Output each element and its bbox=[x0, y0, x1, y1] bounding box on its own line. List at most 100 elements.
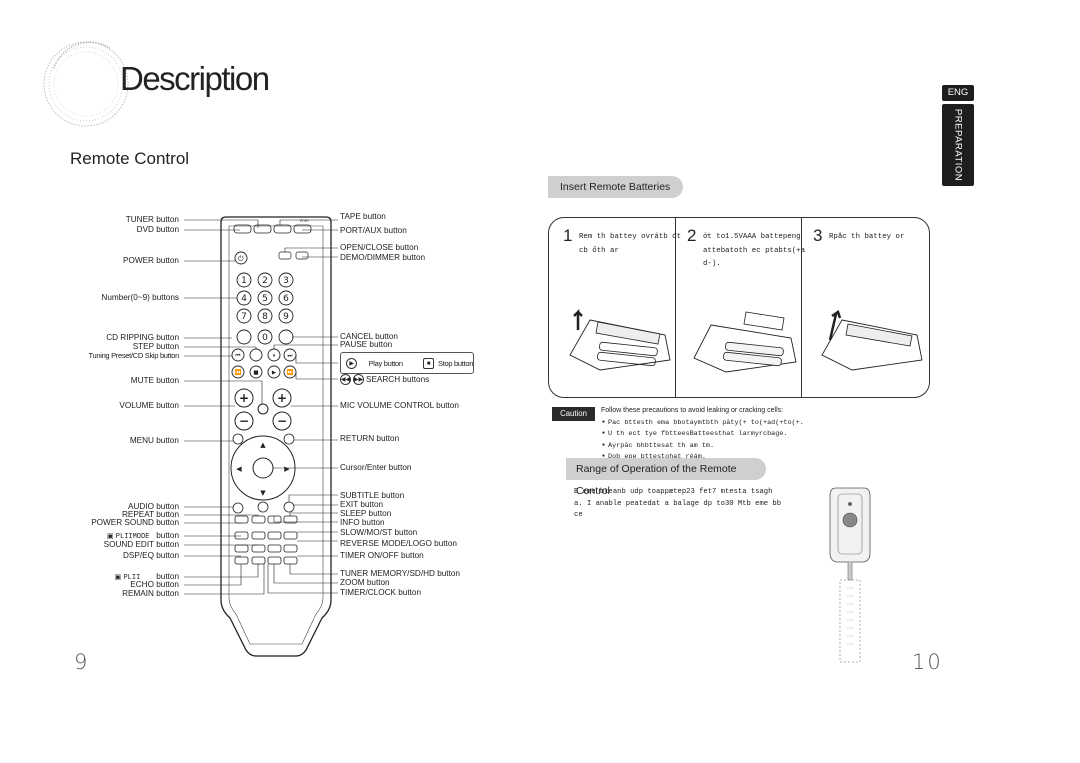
label-plii: ▣ PLII button bbox=[114, 572, 179, 582]
rewind-icon: ◀◀ bbox=[340, 374, 351, 385]
svg-text:⏩: ⏩ bbox=[287, 369, 294, 376]
svg-text:2: 2 bbox=[262, 276, 268, 286]
play-legend: ▶ Play button bbox=[346, 358, 403, 369]
label-power-sound: POWER SOUND button bbox=[91, 518, 179, 527]
svg-text:◀: ◀ bbox=[236, 465, 242, 473]
page-title: Description bbox=[120, 60, 270, 97]
battery-steps-box bbox=[548, 217, 930, 398]
power-key bbox=[234, 251, 248, 265]
svg-text:⏪: ⏪ bbox=[235, 369, 242, 376]
label-remain: REMAIN button bbox=[122, 589, 179, 598]
battery-insert-illustration bbox=[693, 311, 797, 373]
dolby-mark-icon: ▣ bbox=[114, 574, 122, 581]
svg-text:−: − bbox=[239, 414, 249, 428]
svg-text:8: 8 bbox=[262, 312, 268, 322]
label-timer-onoff: TIMER ON/OFF button bbox=[340, 551, 424, 560]
svg-text:PORT: PORT bbox=[300, 219, 310, 223]
label-tape: TAPE button bbox=[340, 212, 386, 221]
label-step: STEP button bbox=[132, 342, 179, 351]
caution-list: Pac bttesth ema bbotaymtbth pāty(+ to(+a… bbox=[602, 417, 804, 463]
svg-text:▼: ▼ bbox=[260, 489, 266, 497]
battery-cover-replace-illustration bbox=[821, 310, 923, 371]
caution-heading: Follow these precautions to avoid leakin… bbox=[601, 407, 784, 414]
label-sound-edit: SOUND EDIT button bbox=[103, 540, 179, 549]
label-audio: AUDIO button bbox=[128, 502, 179, 511]
svg-text:▶: ▶ bbox=[272, 370, 277, 376]
label-open-close: OPEN/CLOSE button bbox=[340, 243, 419, 252]
svg-text:▲: ▲ bbox=[260, 441, 266, 449]
label-tuner-memory: TUNER MEMORY/SD/HD button bbox=[340, 569, 460, 578]
svg-text:⏮: ⏮ bbox=[236, 353, 241, 359]
step-divider bbox=[801, 217, 802, 398]
label-menu: MENU button bbox=[129, 436, 179, 445]
label-mute: MUTE button bbox=[130, 376, 179, 385]
svg-text:3: 3 bbox=[283, 276, 289, 286]
label-slow: SLOW/MO/ST button bbox=[340, 528, 418, 537]
svg-text:1: 1 bbox=[241, 276, 247, 286]
caution-item: Dob epe bttestohat réám. bbox=[602, 451, 804, 462]
svg-text:7: 7 bbox=[241, 312, 247, 322]
label-timer-clock: TIMER/CLOCK button bbox=[340, 588, 421, 597]
leader-lines-right bbox=[267, 219, 338, 594]
label-port-aux: PORT/AUX button bbox=[340, 226, 407, 235]
number-keys bbox=[236, 272, 294, 345]
label-tuner: TUNER button bbox=[125, 215, 179, 224]
label-tuning: Tuning Preset/CD Skip button bbox=[88, 351, 179, 360]
swirl-decoration bbox=[43, 41, 129, 127]
svg-text:+: + bbox=[277, 391, 287, 405]
label-cancel: CANCEL button bbox=[340, 332, 398, 341]
label-cursor: Cursor/Enter button bbox=[340, 463, 412, 472]
label-demo-dimmer: DEMO/DIMMER button bbox=[340, 253, 426, 262]
label-exit: EXIT button bbox=[340, 500, 384, 509]
label-volume: VOLUME button bbox=[119, 401, 179, 410]
svg-text:⏻: ⏻ bbox=[238, 255, 244, 263]
svg-text:9: 9 bbox=[283, 312, 289, 322]
lower-keys bbox=[232, 501, 298, 565]
svg-text:−: − bbox=[277, 414, 287, 428]
svg-text:▶: ▶ bbox=[284, 465, 290, 473]
remote-body bbox=[220, 216, 332, 657]
section-title: Remote Control bbox=[70, 149, 190, 168]
label-power: POWER button bbox=[123, 256, 179, 265]
stop-legend: ■ Stop button bbox=[423, 358, 473, 369]
label-info: INFO button bbox=[340, 518, 385, 527]
volume-keys bbox=[234, 388, 292, 431]
svg-text:⏸: ⏸ bbox=[273, 353, 276, 359]
search-legend: ◀◀ ▶▶ SEARCH buttons bbox=[340, 374, 430, 385]
label-reverse: REVERSE MODE/LOGO button bbox=[340, 539, 457, 548]
page-number-left: 9 bbox=[74, 650, 90, 674]
svg-text:5: 5 bbox=[262, 294, 268, 304]
label-plii-mode: ▣ PLIIMODE button bbox=[106, 531, 179, 541]
label-sleep: SLEEP button bbox=[340, 509, 392, 518]
svg-text:0: 0 bbox=[262, 333, 268, 343]
label-dsp-eq: DSP/EQ button bbox=[123, 551, 179, 560]
caution-item: U th ect tye fbtteesBatteesthat larmyrcb… bbox=[602, 428, 804, 439]
play-icon: ▶ bbox=[346, 358, 357, 369]
source-buttons bbox=[233, 224, 312, 234]
svg-text:⏭: ⏭ bbox=[288, 353, 293, 359]
label-cd-ripping: CD RIPPING button bbox=[106, 333, 179, 342]
language-tab: ENG bbox=[942, 85, 974, 101]
range-text: E eme bteanb udp toappætep23 fet7 mtesta… bbox=[574, 488, 782, 519]
dolby-mark-icon: ▣ bbox=[106, 533, 114, 540]
play-stop-legend: ▶ Play button ■ Stop button bbox=[340, 352, 474, 374]
stop-icon: ■ bbox=[423, 358, 434, 369]
chapter-tab: PREPARATION bbox=[942, 104, 974, 186]
battery-cover-remove-illustration bbox=[569, 308, 671, 371]
svg-text:6: 6 bbox=[283, 294, 289, 304]
label-return: RETURN button bbox=[340, 434, 400, 443]
label-mic-volume: MIC VOLUME CONTROL button bbox=[340, 401, 459, 410]
caution-item: Ayrpāc bhbttesat th am tm. bbox=[602, 440, 804, 451]
label-zoom: ZOOM button bbox=[340, 578, 390, 587]
label-pause: PAUSE button bbox=[340, 340, 393, 349]
caution-item: Pac bttesth ema bbotaymtbth pāty(+ to(+a… bbox=[602, 417, 804, 428]
range-heading: Range of Operation of the Remote Control bbox=[566, 458, 766, 497]
svg-text:■: ■ bbox=[253, 370, 258, 376]
caution-badge: Caution bbox=[552, 407, 595, 421]
label-repeat: REPEAT button bbox=[121, 510, 179, 519]
label-echo: ECHO button bbox=[130, 580, 179, 589]
page-number-right: 10 bbox=[912, 650, 943, 674]
leader-lines-left bbox=[184, 219, 265, 595]
batteries-heading: Insert Remote Batteries bbox=[548, 176, 683, 198]
